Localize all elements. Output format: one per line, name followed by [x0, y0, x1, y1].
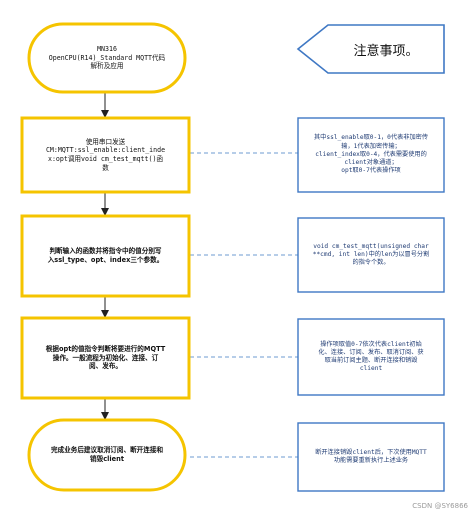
note-2-box [297, 217, 445, 293]
step-3-box [20, 316, 191, 400]
note-3-text: 操作项取值0-7依次代表client初始 化、连接、订阅、发布、取消订阅、获 取… [318, 340, 424, 373]
step-2-box [20, 214, 191, 298]
step-1-text: 使用串口发送 CM:MQTT:ssl_enable:client_inde x:… [45, 137, 166, 172]
note-4-box [297, 422, 445, 492]
step-1-box [20, 116, 191, 194]
start-node-text: MN316 OpenCPU(R14)_Standard MQTT代码 解析及应用 [48, 45, 166, 71]
note-1-box [297, 117, 445, 193]
note-3-box [297, 318, 445, 396]
end-terminator [27, 418, 187, 492]
end-node-text: 完成业务后建议取消订阅、断开连接和 销毁client [50, 446, 164, 463]
note-2-text: void cm_test_mqtt(unsigned char **cmd, i… [312, 242, 430, 267]
note-1-text: 其中ssl_enable取0-1，0代表非加密传 输，1代表加密传输； clie… [313, 134, 429, 175]
watermark: CSDN @SY6866 [412, 502, 468, 510]
step-2-text: 判断输入的函数并将指令中的值分别写 入ssl_type、opt、index三个参… [47, 247, 164, 264]
start-terminator [27, 22, 187, 94]
notes-header-text: 注意事项。 [353, 43, 419, 59]
note-4-text: 断开连接销毁client后，下次使用MQTT 功能需要重新执行上述业务 [315, 448, 427, 464]
notes-header-shape [296, 24, 445, 74]
step-3-text: 根据opt的值指令判断将要进行的MQTT 操作。一般流程为初始化、连接、订 阅、… [45, 345, 166, 371]
